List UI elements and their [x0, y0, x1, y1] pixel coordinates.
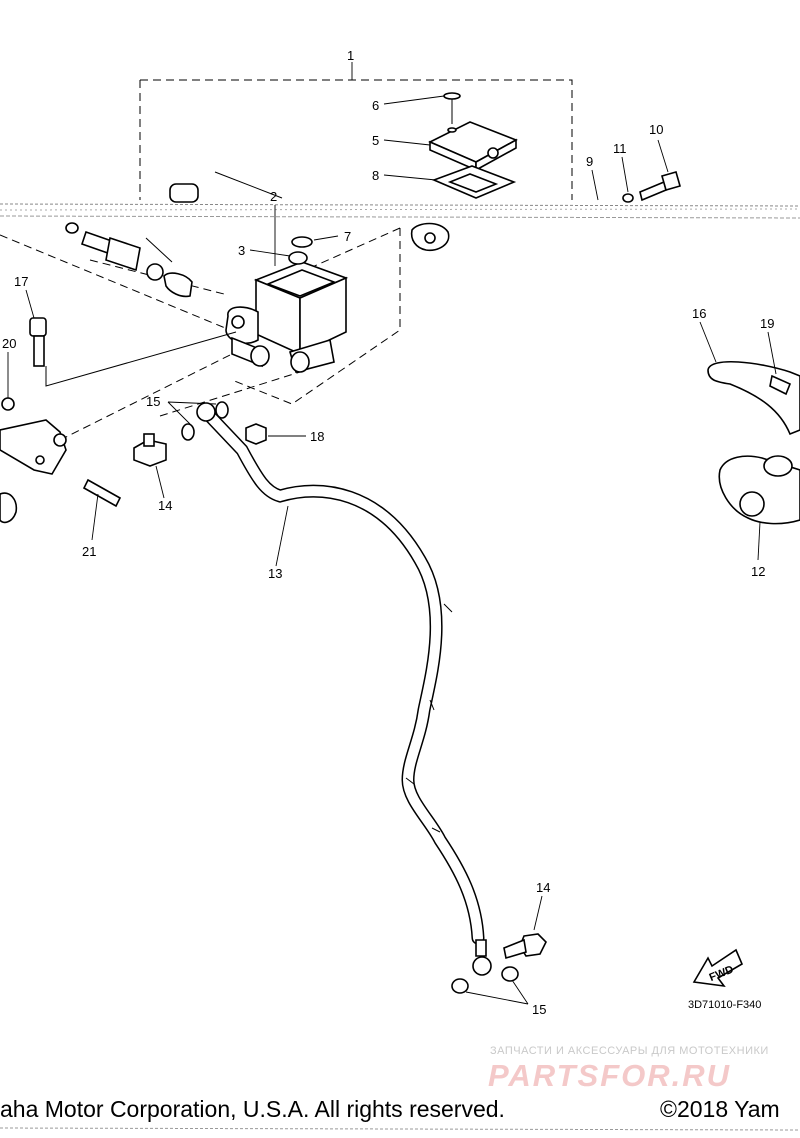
- callout-1: 1: [347, 48, 354, 63]
- callout-20: 20: [2, 336, 16, 351]
- piston-assembly: [65, 222, 193, 298]
- leader-8: [383, 174, 437, 181]
- footer-copyright-right: ©2018 Yam: [660, 1096, 780, 1122]
- assembly-group-box: [139, 79, 573, 205]
- callout-8: 8: [372, 168, 379, 183]
- leader-5: [383, 139, 431, 146]
- leader-9: [591, 169, 599, 201]
- diagram-code: 3D71010-F340: [688, 999, 762, 1011]
- scan-tear-band: [0, 200, 800, 222]
- callout-17: 17: [14, 274, 28, 289]
- screw-6: [443, 92, 461, 124]
- callout-19: 19: [760, 316, 774, 331]
- nut-18: [245, 423, 267, 445]
- union-bolt-14-lower: [503, 933, 547, 960]
- diaphragm-plate-8: [431, 165, 517, 199]
- leader-12: [757, 521, 761, 561]
- clamp-9: [410, 222, 450, 252]
- reservoir-cap-5: [428, 121, 518, 172]
- callout-11: 11: [613, 141, 627, 156]
- callout-7: 7: [344, 229, 351, 244]
- lever-holder-12: [718, 455, 800, 525]
- leader-3: [249, 249, 291, 257]
- callout-14-upper: 14: [158, 498, 172, 513]
- leader-10: [657, 139, 669, 173]
- leader-14-upper: [155, 465, 165, 499]
- callout-18: 18: [310, 429, 324, 444]
- leader-17: [25, 289, 35, 319]
- callout-21: 21: [82, 544, 96, 559]
- union-bolt-14-upper: [133, 433, 167, 467]
- washers-15-lower: [451, 966, 519, 994]
- leader-13: [275, 505, 289, 567]
- scan-band-bottom: [0, 1127, 800, 1131]
- boot-left: [0, 492, 18, 524]
- callout-5: 5: [372, 133, 379, 148]
- leader-21: [91, 493, 99, 541]
- washers-15-upper: [181, 401, 229, 441]
- leader-6: [383, 95, 445, 105]
- leader-11: [621, 156, 629, 193]
- callout-15-upper: 15: [146, 394, 160, 409]
- watermark-tagline: ЗАПЧАСТИ И АКСЕССУАРЫ ДЛЯ МОТОТЕХНИКИ: [490, 1045, 769, 1057]
- adjuster-bolt-21: [82, 478, 122, 508]
- master-cylinder-kit-2-top: [169, 171, 283, 203]
- washer-11: [622, 193, 634, 203]
- leader-14-lower: [533, 895, 543, 931]
- callout-16: 16: [692, 306, 706, 321]
- callout-12: 12: [751, 564, 765, 579]
- callout-14-lower: 14: [536, 880, 550, 895]
- bolt-10: [639, 171, 681, 202]
- callout-10: 10: [649, 122, 663, 137]
- clip-7: [291, 236, 313, 248]
- watermark-logo: PARTSFOR.RU: [488, 1058, 732, 1093]
- cap-3: [288, 251, 308, 265]
- brake-hose-13: [196, 402, 492, 976]
- leader-16: [699, 321, 717, 363]
- lever-16: [707, 360, 800, 436]
- callout-13: 13: [268, 566, 282, 581]
- callout-6: 6: [372, 98, 379, 113]
- leader-19: [767, 331, 777, 375]
- fwd-arrow-icon: FWD: [692, 948, 744, 988]
- callout-9: 9: [586, 154, 593, 169]
- callout-3: 3: [238, 243, 245, 258]
- leader-7: [313, 235, 339, 241]
- bolt-19: [769, 374, 792, 396]
- bolt-17-path: [45, 331, 237, 387]
- callout-2: 2: [270, 189, 277, 204]
- bolt-17: [29, 317, 47, 367]
- leader-15-lower: [465, 979, 529, 1005]
- master-cylinder-body: [225, 261, 349, 373]
- lever-20: [0, 397, 67, 475]
- callout-15-lower: 15: [532, 1002, 546, 1017]
- footer-copyright-left: aha Motor Corporation, U.S.A. All rights…: [0, 1096, 505, 1122]
